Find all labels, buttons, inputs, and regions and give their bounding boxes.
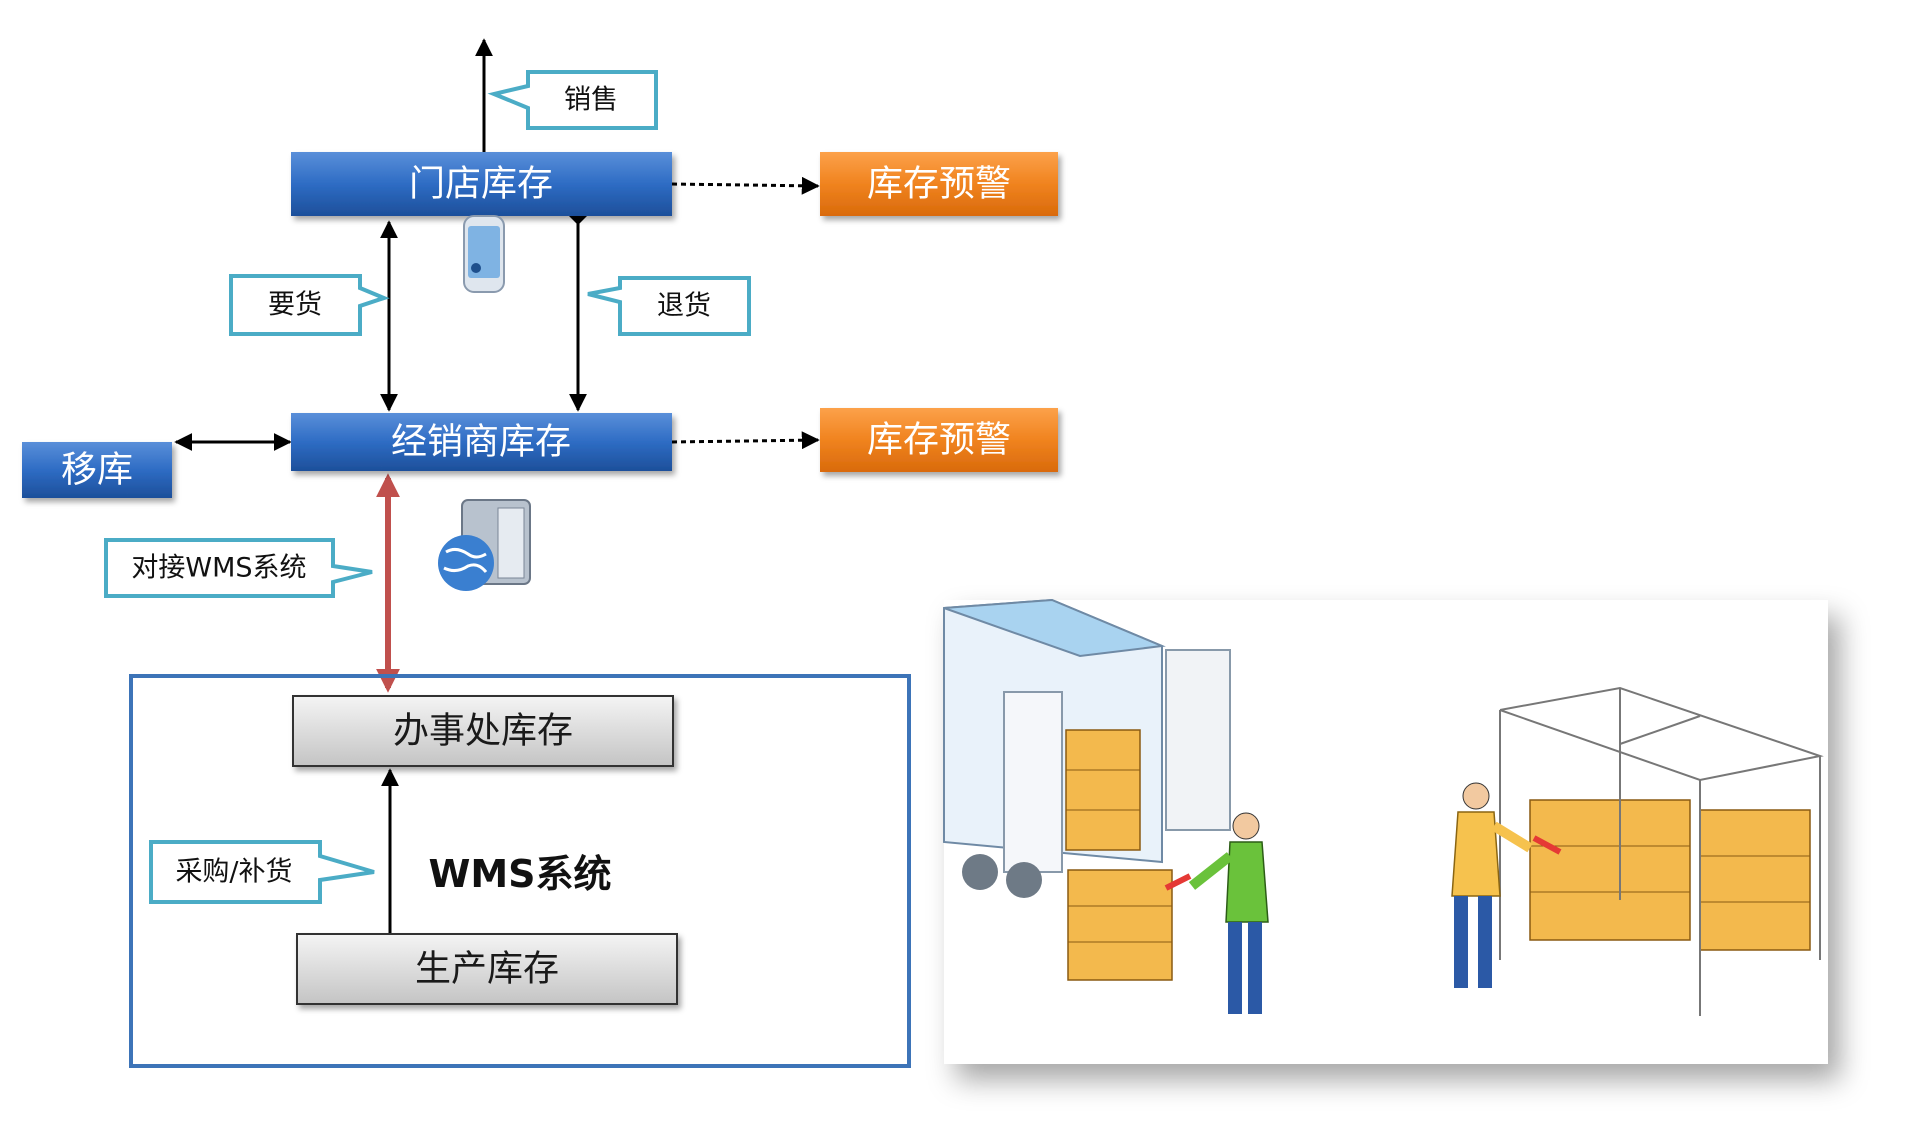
- dealer-inventory-node[interactable]: [291, 413, 672, 471]
- production-inventory-node[interactable]: [296, 933, 678, 1005]
- store-inventory-label: 门店库存: [409, 164, 553, 205]
- warehouse-illustration: [943, 598, 1828, 1064]
- alert-top-label: 库存预警: [867, 164, 1011, 205]
- production-inventory-label: 生产库存: [415, 949, 559, 990]
- wms-connect-callout-text: 对接WMS系统: [131, 553, 306, 584]
- alert-mid-arrow: [671, 431, 820, 450]
- phone-icon: [463, 215, 505, 293]
- return-callout: [587, 276, 751, 336]
- purchase-callout-text: 采购/补货: [175, 857, 292, 888]
- store-inventory-node[interactable]: [291, 152, 672, 216]
- wms-system-label: WMS系统: [428, 852, 611, 896]
- office-inventory-node[interactable]: [292, 695, 674, 767]
- wms-connect-callout: [104, 538, 373, 598]
- request-callout: [229, 274, 390, 336]
- alert-mid-node[interactable]: [820, 408, 1058, 472]
- request-callout-text: 要货: [268, 290, 322, 321]
- transfer-node[interactable]: [22, 442, 172, 498]
- sales-callout-text: 销售: [564, 85, 618, 116]
- transfer-label: 移库: [61, 450, 133, 491]
- server-globe-icon: [438, 499, 531, 591]
- alert-top-node[interactable]: [820, 152, 1058, 216]
- return-callout-text: 退货: [657, 291, 711, 322]
- sales-callout: [487, 70, 658, 130]
- office-inventory-label: 办事处库存: [393, 711, 573, 752]
- alert-top-arrow: [671, 176, 820, 195]
- alert-mid-label: 库存预警: [867, 420, 1011, 461]
- wms-frame: [129, 674, 911, 1068]
- purchase-callout: [149, 840, 375, 904]
- dealer-inventory-label: 经销商库存: [391, 422, 571, 463]
